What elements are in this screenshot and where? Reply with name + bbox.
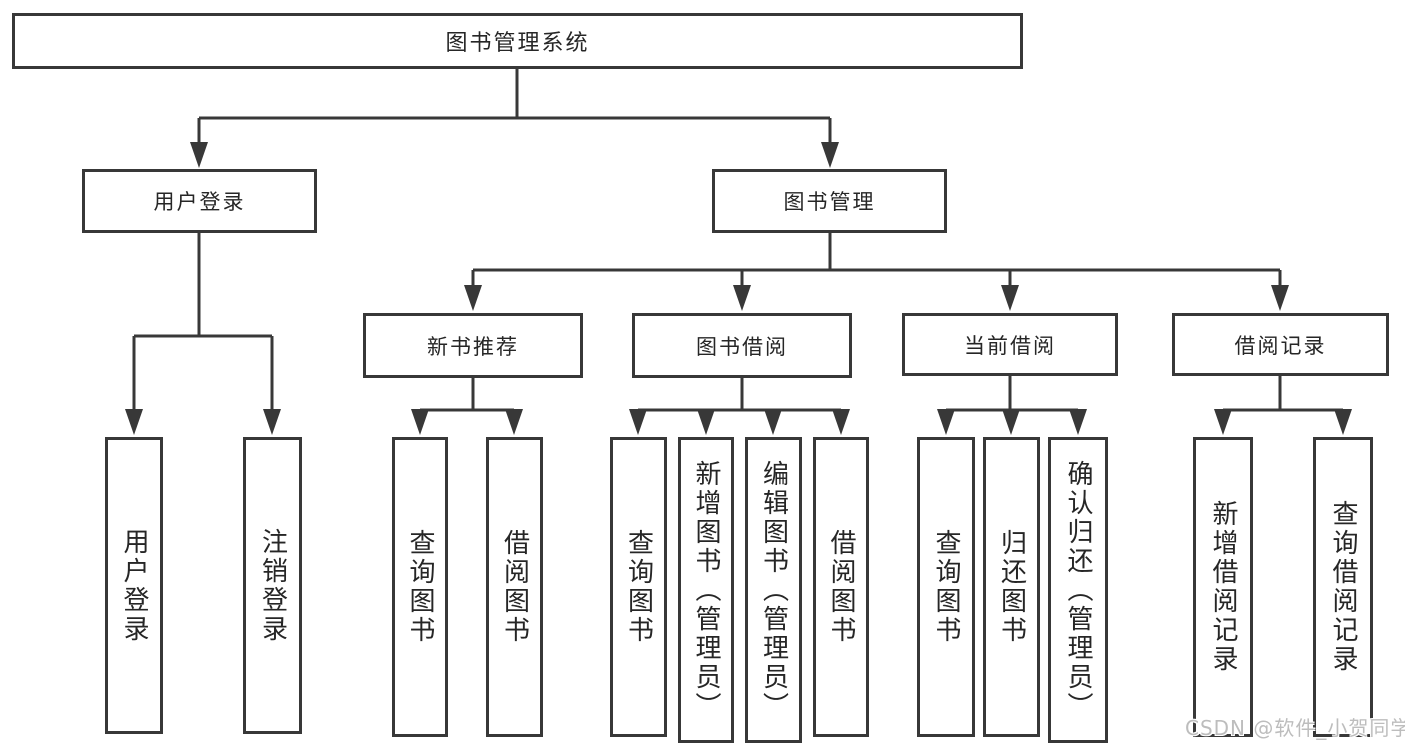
node-label: 归还图书: [996, 529, 1027, 645]
arrowhead: [733, 285, 751, 311]
node-label: 图书借阅: [696, 334, 788, 359]
arrowhead: [411, 409, 429, 435]
leaf-add-books-admin: 新增图书（管理员）: [678, 437, 734, 743]
arrowhead: [1334, 409, 1352, 435]
node-label: 查询图书: [405, 529, 435, 645]
node-label: 图书管理: [783, 190, 876, 214]
node-borrowing-records: 借阅记录: [1172, 313, 1389, 376]
connector-user-login-to-leaves: [132, 233, 274, 412]
node-book-management-branch: 图书管理: [712, 169, 947, 233]
node-label: 查询图书: [931, 529, 961, 645]
arrowhead: [697, 409, 715, 435]
connector-book-mgmt-to-groups: [471, 233, 1282, 288]
node-label: 用户登录: [153, 190, 246, 214]
leaf-edit-books-admin: 编辑图书（管理员）: [745, 437, 802, 743]
leaf-query-borrow-record: 查询借阅记录: [1313, 437, 1373, 737]
node-new-book-recommendation: 新书推荐: [363, 313, 583, 378]
arrowhead: [1001, 285, 1019, 311]
node-library-management-system: 图书管理系统: [12, 13, 1023, 69]
arrowhead: [125, 409, 143, 435]
node-label: 图书管理系统: [445, 31, 590, 56]
node-label: 用户登录: [119, 527, 149, 644]
node-label: 查询借阅记录: [1328, 500, 1358, 674]
leaf-borrow-books-recommend: 借阅图书: [486, 437, 543, 737]
leaf-borrow-books-borrowing: 借阅图书: [813, 437, 869, 737]
arrowhead: [1271, 285, 1289, 311]
node-label: 当前借阅: [964, 333, 1056, 358]
arrowhead: [821, 142, 839, 168]
node-label: 编辑图书（管理员）: [758, 459, 789, 721]
node-current-borrowing: 当前借阅: [902, 313, 1118, 376]
leaf-logout: 注销登录: [243, 437, 302, 734]
connector-borrowing-to-leaves: [636, 378, 843, 414]
node-label: 注销登录: [257, 527, 288, 644]
leaf-user-login: 用户登录: [105, 437, 163, 734]
node-book-borrowing: 图书借阅: [632, 313, 852, 378]
leaf-query-books-recommend: 查询图书: [392, 437, 448, 737]
arrowheads: [125, 142, 1352, 435]
arrowhead: [464, 285, 482, 311]
arrowhead: [629, 409, 647, 435]
arrowhead: [1069, 409, 1087, 435]
arrowhead: [937, 409, 955, 435]
arrowhead: [764, 409, 782, 435]
arrowhead: [832, 409, 850, 435]
node-label: 借阅图书: [826, 529, 856, 645]
leaf-add-borrow-record: 新增借阅记录: [1193, 437, 1253, 737]
arrowhead: [505, 409, 523, 435]
node-user-login-branch: 用户登录: [82, 169, 317, 233]
node-label: 查询图书: [623, 529, 654, 645]
csdn-watermark: CSDN @软件_小贺同学: [1185, 716, 1405, 740]
node-label: 新增借阅记录: [1208, 500, 1238, 674]
connector-new-book-to-leaves: [418, 378, 516, 414]
node-label: 新书推荐: [427, 334, 519, 359]
arrowhead: [190, 142, 208, 168]
node-label: 新增图书（管理员）: [691, 459, 721, 721]
leaf-confirm-return-admin: 确认归还（管理员）: [1048, 437, 1108, 743]
connector-root-to-branches: [197, 69, 832, 145]
connector-records-to-leaves: [1221, 376, 1345, 414]
leaf-query-books-current: 查询图书: [917, 437, 975, 737]
arrowhead: [1214, 409, 1232, 435]
node-label: 借阅图书: [499, 529, 530, 645]
node-label: 借阅记录: [1234, 333, 1327, 358]
connector-current-to-leaves: [944, 376, 1080, 414]
arrowhead: [1002, 409, 1020, 435]
arrowhead: [263, 409, 281, 435]
node-label: 确认归还（管理员）: [1063, 459, 1093, 721]
leaf-query-books-borrowing: 查询图书: [610, 437, 667, 737]
leaf-return-books: 归还图书: [983, 437, 1040, 737]
